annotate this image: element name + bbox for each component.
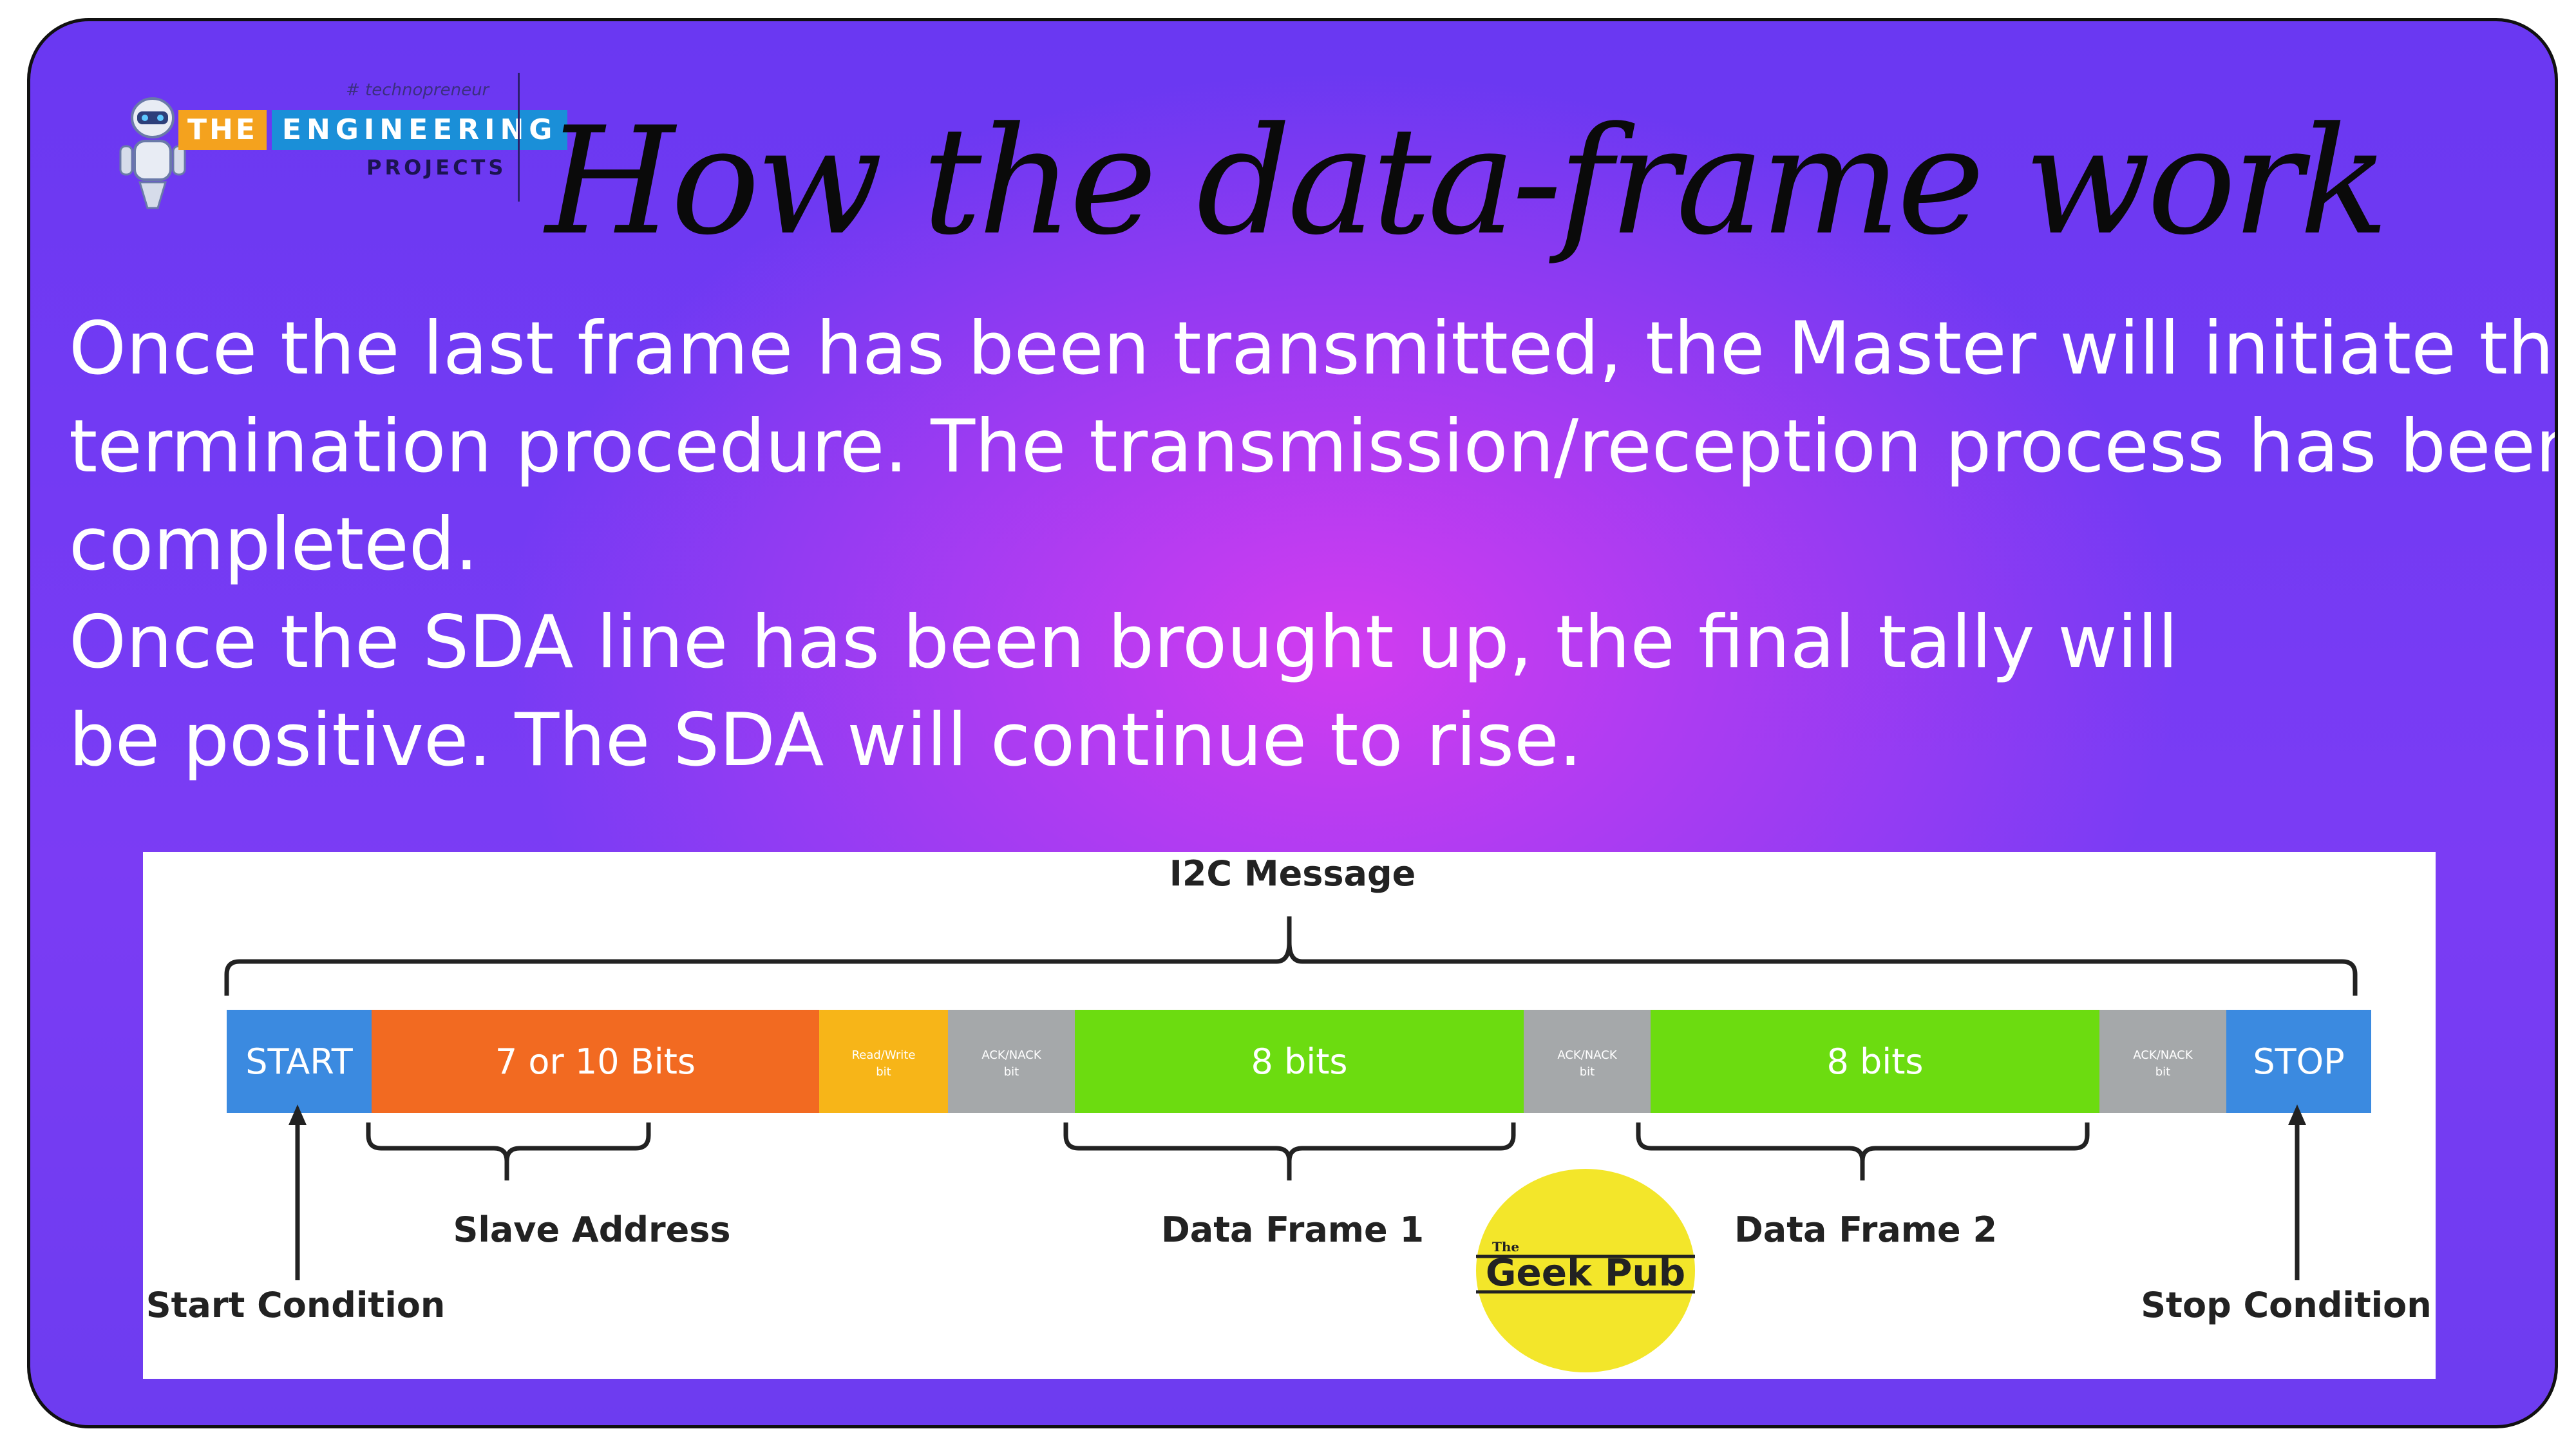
slave-address-brace [366,1122,651,1180]
i2c-message-label: I2C Message [1170,853,1416,894]
segment-7-or-10-bits [372,1010,819,1113]
body-line: Once the SDA line has been brought up, t… [69,600,2178,685]
stop-arrowhead [2288,1104,2306,1125]
slide-background: # technopreneur THE ENGINEERING PROJECTS… [27,18,2558,1428]
body-line: be positive. The SDA will continue to ri… [69,697,1582,782]
segment-label: 8 bits [1251,1041,1347,1082]
watermark-small-text: The [1492,1239,1519,1255]
i2c-message-diagram: I2C Message START 7 or 10 Bits Read/Write b… [143,852,2436,1379]
geek-pub-watermark: The Geek Pub [1476,1169,1695,1372]
segment-small-label: bit [1580,1065,1595,1079]
segment-read-write-bit [819,1010,948,1113]
logo-divider [518,73,520,202]
message-brace [224,916,2358,996]
segment-label: START [245,1041,354,1082]
segment-stop [2226,1010,2371,1113]
segment-ack-nack-bit [1524,1010,1651,1113]
segment-start [227,1010,372,1113]
data-frame-1-label: Data Frame 1 [1161,1209,1424,1250]
segment-small-label: bit [2155,1065,2170,1079]
body-line: Once the last frame has been transmitted… [69,306,2558,391]
segment-small-label: ACK/NACK [1557,1048,1617,1062]
logo-engineering: ENGINEERING [271,110,568,150]
segment-label: STOP [2253,1041,2344,1082]
segment-small-label: ACK/NACK [2133,1048,2193,1062]
logo-wordmark: THE ENGINEERING [178,110,568,150]
watermark-circle [1476,1169,1695,1372]
logo-projects: PROJECTS [366,155,507,180]
data-frame-2-brace [1636,1122,2090,1180]
data-frame-2-label: Data Frame 2 [1734,1209,1997,1250]
segment-small-label: bit [876,1065,891,1079]
engineering-projects-logo: # technopreneur THE ENGINEERING PROJECTS [88,66,568,214]
segment-small-label: Read/Write [852,1048,916,1062]
frame-segments: START 7 or 10 Bits Read/Write bit ACK/NACK bi… [227,1010,2371,1113]
segment-label: 7 or 10 Bits [495,1041,696,1082]
segment-8-bits [1075,1010,1524,1113]
segment-small-label: bit [1004,1065,1019,1079]
logo-the: THE [178,110,267,150]
segment-ack-nack-bit [2099,1010,2226,1113]
start-condition-label: Start Condition [146,1285,446,1325]
logo-tagline: # technopreneur [346,80,489,100]
segment-8-bits [1651,1010,2099,1113]
segment-ack-nack-bit [948,1010,1075,1113]
robot-mascot-icon [119,97,186,209]
i2c-diagram-canvas: I2C Message START 7 or 10 Bits Read/Write b… [146,853,2432,1372]
segment-small-label: ACK/NACK [981,1048,1041,1062]
watermark-main-text: Geek Pub [1486,1251,1685,1294]
segment-label: 8 bits [1826,1041,1923,1082]
start-arrowhead [289,1104,307,1125]
slave-address-label: Slave Address [453,1209,730,1250]
data-frame-1-brace [1063,1122,1516,1180]
stop-condition-label: Stop Condition [2141,1285,2431,1325]
slide-title: How the data-frame work [545,96,2389,268]
body-line: completed. [69,502,478,587]
body-paragraph: Once the last frame has been transmitted… [69,299,2558,789]
body-line: termination procedure. The transmission/… [69,404,2558,489]
